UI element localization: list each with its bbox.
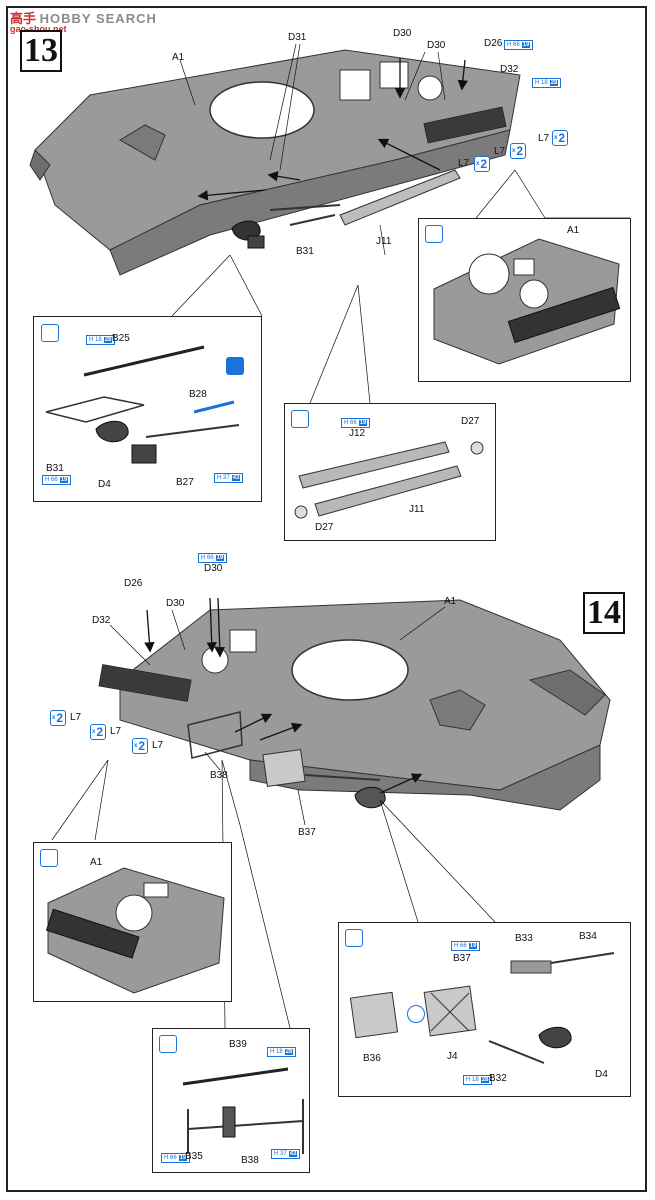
label-b35: B35 — [185, 1151, 203, 1162]
label-b38: B38 — [241, 1155, 259, 1166]
label-b31: B31 — [46, 463, 64, 474]
label-b38: B38 — [210, 770, 228, 781]
frame-illustration — [182, 1067, 304, 1159]
instruction-sheet-border — [6, 6, 647, 1192]
step-14-number: 14 — [583, 592, 625, 634]
label-a1: A1 — [90, 857, 103, 868]
detail-panel-hull-rear-14: A1 — [33, 842, 232, 1002]
label-b36: B36 — [363, 1053, 381, 1064]
label-j12: J12 — [349, 428, 366, 439]
label-d26: D26 — [124, 578, 143, 589]
hull-rear-14-illustration — [45, 867, 225, 994]
label-b34: B34 — [579, 931, 597, 942]
label-d32: D32 — [500, 64, 519, 75]
label-a1: A1 — [172, 52, 185, 63]
label-b28: B28 — [189, 389, 207, 400]
paint-icon — [226, 357, 244, 375]
label-d4: D4 — [595, 1069, 608, 1080]
label-b32: B32 — [489, 1073, 507, 1084]
label-a1: A1 — [444, 596, 457, 607]
step-13-number: 13 — [20, 30, 62, 72]
glue-icon — [345, 929, 363, 947]
label-j4: J4 — [447, 1051, 458, 1062]
label-b33: B33 — [515, 933, 533, 944]
label-d30: D30 — [427, 40, 446, 51]
label-j11: J11 — [409, 504, 425, 515]
label-d27: D27 — [315, 522, 334, 533]
label-d30: D30 — [204, 563, 223, 574]
hull-rear-illustration — [433, 238, 621, 365]
watermark-url: gao-shou.net — [10, 24, 67, 34]
label-b27: B27 — [176, 477, 194, 488]
glue-icon — [40, 849, 58, 867]
glue-icon — [41, 324, 59, 342]
label-b25: B25 — [112, 333, 130, 344]
label-l7: L7 — [70, 712, 82, 723]
label-l7: L7 — [494, 146, 506, 157]
label-b37: B37 — [453, 953, 471, 964]
glue-icon — [425, 225, 443, 243]
label-b31: B31 — [296, 246, 314, 257]
label-l7: L7 — [458, 158, 470, 169]
step13-hull — [29, 49, 521, 276]
b37-assembly-illustration — [349, 952, 615, 1064]
label-d31: D31 — [288, 32, 307, 43]
label-d30: D30 — [393, 28, 412, 39]
glue-icon — [291, 410, 309, 428]
step14-hull — [98, 599, 611, 811]
label-d4: D4 — [98, 479, 111, 490]
left-parts-illustration — [45, 345, 240, 464]
label-l7: L7 — [152, 740, 164, 751]
label-l7: L7 — [110, 726, 122, 737]
label-b39: B39 — [229, 1039, 247, 1050]
watermark: 高手 HOBBY SEARCH — [10, 11, 157, 26]
rotate-icon — [407, 1005, 425, 1023]
label-j11: J11 — [376, 236, 392, 247]
tube-illustration — [294, 441, 484, 519]
label-l7: L7 — [538, 133, 550, 144]
glue-icon — [159, 1035, 177, 1053]
label-d32: D32 — [92, 615, 111, 626]
label-d30: D30 — [166, 598, 185, 609]
label-d27: D27 — [461, 416, 480, 427]
label-d26: D26 — [484, 38, 503, 49]
label-a1: A1 — [567, 225, 580, 236]
detail-panel-hull-rear: A1 — [418, 218, 631, 382]
label-b37: B37 — [298, 827, 316, 838]
